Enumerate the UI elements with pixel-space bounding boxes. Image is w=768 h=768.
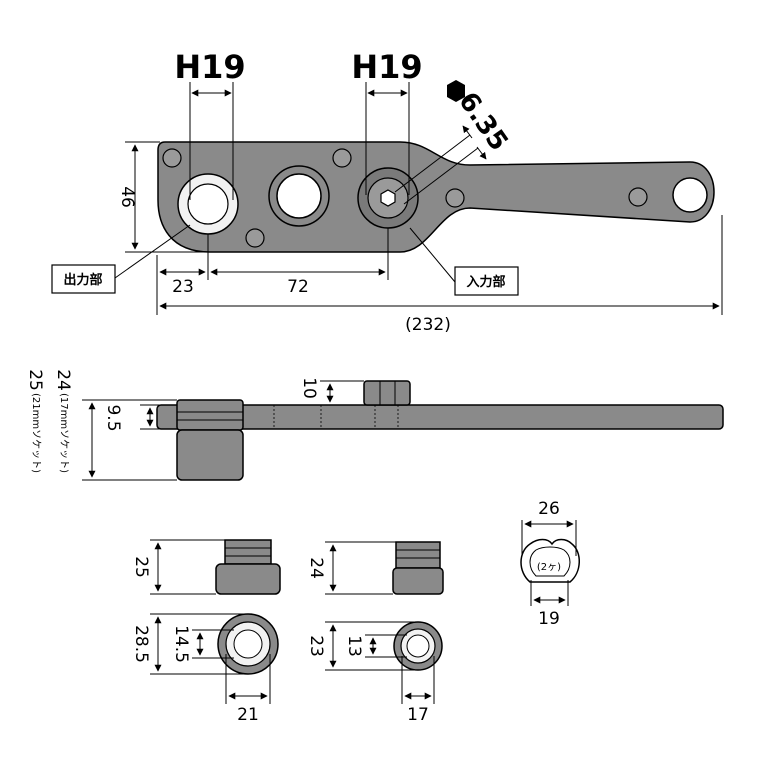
height-dimension: 46 [117, 186, 137, 208]
offset-dimension: 23 [172, 277, 194, 297]
clip-count: (2ヶ) [537, 562, 561, 573]
clip-bottom-width: 19 [538, 609, 560, 629]
socket21-inner: 14.5 [171, 625, 191, 663]
height-21-note: (21mmソケット) [30, 393, 42, 473]
socket21-height: 25 [131, 556, 151, 578]
socket17-outer: 23 [306, 635, 326, 657]
hex-size-label: 6.35 [452, 87, 513, 157]
side-plate [156, 404, 724, 430]
output-label: 出力部 [63, 272, 102, 288]
input-label: 入力部 [466, 274, 505, 290]
side-view: 10 9.5 24 (17mmソケット) 25 (21mmソケット) [25, 369, 724, 481]
clip-top-width: 26 [538, 499, 560, 519]
height-17-dimension: 24 [53, 369, 73, 391]
height-21-dimension: 25 [25, 369, 45, 391]
boss-height-dimension: 10 [299, 377, 319, 399]
right-socket-label: H19 [351, 48, 422, 86]
hex-drive [380, 189, 396, 207]
height-17-note: (17mmソケット) [58, 393, 70, 473]
top-view: H19 H19 6.35 46 23 72 (232) [51, 48, 723, 335]
socket21-outer: 28.5 [131, 625, 151, 663]
center-distance-dimension: 72 [287, 277, 309, 297]
socket21-width: 21 [237, 705, 259, 725]
socket-21: 25 28.5 14.5 21 [131, 539, 281, 725]
socket17-width: 17 [407, 705, 429, 725]
side-socket [176, 399, 244, 431]
plate-thickness-dimension: 9.5 [103, 404, 123, 431]
socket17-inner: 13 [344, 635, 364, 657]
hex-icon [447, 80, 465, 102]
total-length-dimension: (232) [405, 315, 451, 335]
socket-17: 24 23 13 17 [306, 541, 444, 725]
input-boss [363, 380, 411, 406]
socket17-height: 24 [306, 557, 326, 579]
left-socket-label: H19 [174, 48, 245, 86]
clip: (2ヶ) 26 19 [520, 499, 580, 629]
